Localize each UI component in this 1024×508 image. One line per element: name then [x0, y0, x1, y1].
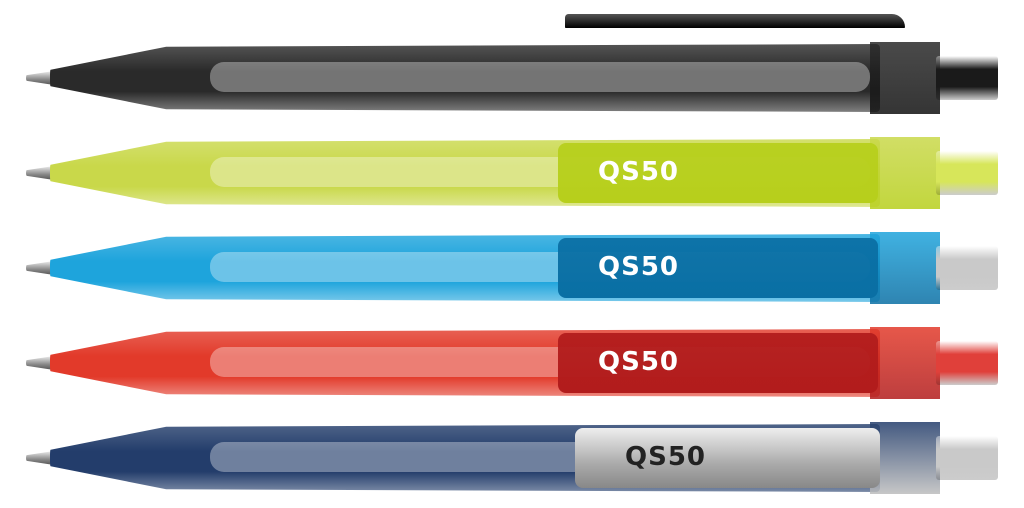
pen-tip: [26, 261, 54, 275]
pen-head: [870, 232, 940, 304]
pen-clip: QS50: [575, 428, 880, 488]
pen-red: QS50: [0, 323, 1024, 403]
pen-barrel: [50, 44, 880, 112]
pen-clip: QS50: [558, 143, 878, 203]
clip-model-label: QS50: [598, 252, 680, 282]
pen-clip: [565, 14, 905, 28]
pen-clip: QS50: [558, 238, 878, 298]
pen-blue: QS50: [0, 228, 1024, 308]
clip-model-label: QS50: [598, 157, 680, 187]
pen-lime: QS50: [0, 133, 1024, 213]
pen-black: [0, 14, 1024, 118]
pen-head: [870, 327, 940, 399]
pen-navy: QS50: [0, 418, 1024, 498]
barrel-facet: [210, 62, 870, 92]
clip-model-label: QS50: [598, 347, 680, 377]
pen-tip: [26, 71, 54, 85]
pen-tip: [26, 356, 54, 370]
pen-tip: [26, 451, 54, 465]
push-button: [936, 151, 998, 195]
pen-tip: [26, 166, 54, 180]
push-button: [936, 246, 998, 290]
pen-head: [870, 42, 940, 114]
pen-head: [870, 137, 940, 209]
push-button: [936, 341, 998, 385]
pen-clip: QS50: [558, 333, 878, 393]
push-button: [936, 56, 998, 100]
pen-head: [870, 422, 940, 494]
push-button: [936, 436, 998, 480]
clip-model-label: QS50: [625, 442, 707, 472]
